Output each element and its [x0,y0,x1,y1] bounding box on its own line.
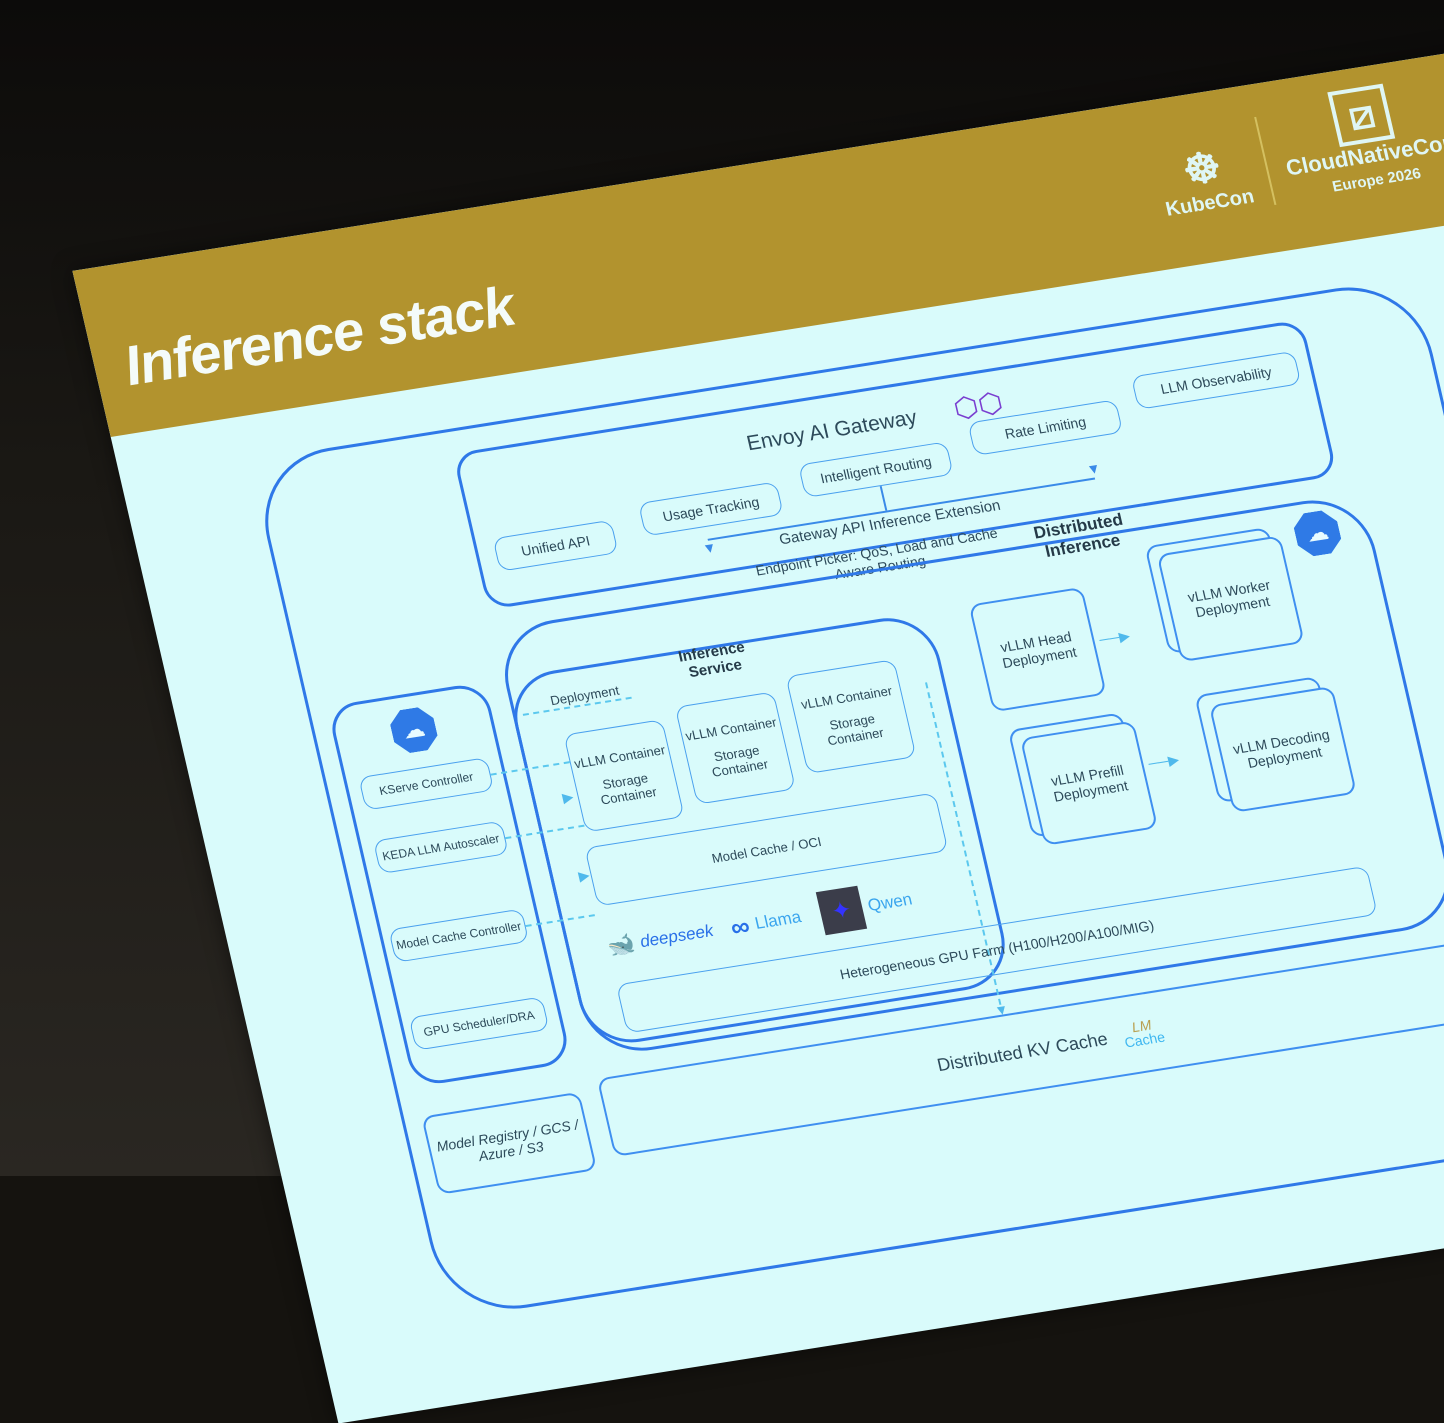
vllm-decoding-deployment: vLLM Decoding Deployment [1208,685,1358,813]
arrow-down-icon: ▼ [992,1000,1011,1019]
meta-infinity-icon: ∞ [727,909,753,943]
qwen-icon: ✦ [815,885,868,936]
slide: Inference stack ☸ KubeCon ⧄ CloudNativeC… [72,36,1444,1423]
cncf-logo: ⧄ CloudNativeCon Europe 2026 [1271,75,1444,202]
helm-wheel-icon: ☸ [1178,142,1226,195]
brand-divider [1254,116,1277,206]
model-deepseek: deepseek [638,921,716,952]
lmcache-logo: LM Cache [1122,1016,1167,1051]
model-llama: Llama [752,907,803,933]
model-qwen: Qwen [865,889,915,916]
cncf-icon: ⧄ [1327,83,1396,148]
arrow-down-icon: ▼ [1084,459,1103,478]
vllm-prefill-deployment: vLLM Prefill Deployment [1019,720,1159,846]
deepseek-whale-icon: 🐋 [604,930,638,960]
event-branding: ☸ KubeCon ⧄ CloudNativeCon Europe 2026 [1146,75,1444,222]
vllm-head-deployment: vLLM Head Deployment [968,586,1107,713]
kubecon-logo: ☸ KubeCon [1153,138,1257,222]
slide-title: Inference stack [117,274,521,398]
arrow-down-icon: ▼ [700,538,719,557]
vllm-worker-deployment: vLLM Worker Deployment [1156,535,1305,663]
kubecon-label: KubeCon [1163,185,1257,221]
